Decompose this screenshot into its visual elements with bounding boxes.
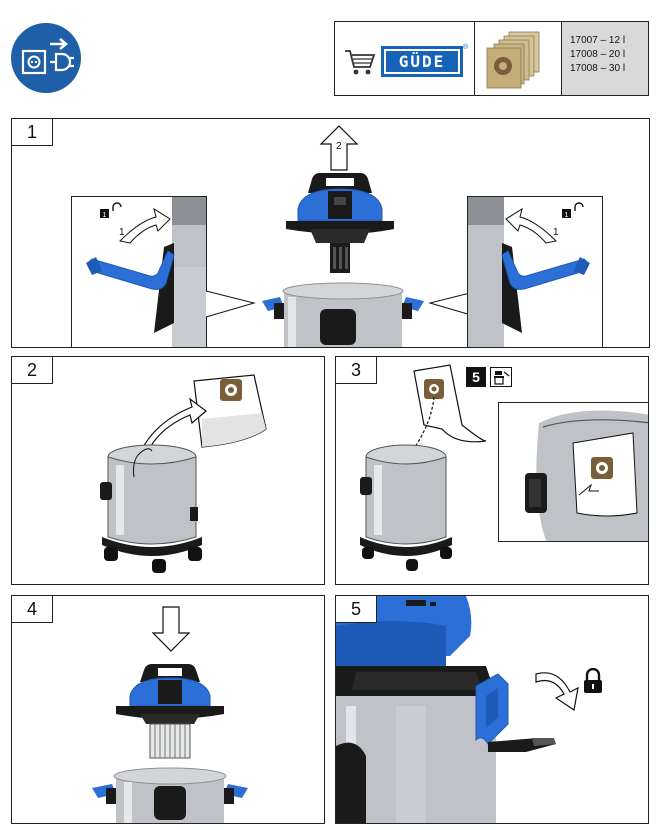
- step-4-panel: 4: [11, 595, 325, 824]
- step-5-illustration: [336, 596, 579, 823]
- article-codes: 17007 – 12 l 17008 – 20 l 17008 – 30 l: [562, 22, 648, 95]
- svg-text:1: 1: [103, 212, 107, 219]
- code-20l: 17008 – 20 l: [570, 49, 626, 60]
- brand-cell: GÜDE ®: [335, 22, 475, 95]
- unlock-icon-right: [562, 209, 571, 218]
- filter-bag: [193, 374, 267, 448]
- svg-text:1: 1: [565, 212, 569, 219]
- shopping-cart-icon: [345, 50, 376, 75]
- step-3-panel: 3 5: [335, 356, 649, 585]
- code-12l: 17007 – 12 l: [570, 35, 626, 46]
- code-30l: 17008 – 30 l: [570, 63, 626, 74]
- step-2-panel: 2: [11, 356, 325, 585]
- step-1-arrow-left-label: 1: [119, 227, 125, 238]
- brand-logo-text: GÜDE: [384, 49, 460, 74]
- step-1-callout-left: [206, 290, 256, 318]
- step-3-illustration: [360, 364, 487, 571]
- step-reference-number: 5: [472, 369, 480, 385]
- vacuum-head-lifted: [286, 173, 394, 273]
- step-3-number: 3: [336, 357, 377, 384]
- registered-mark: ®: [463, 44, 469, 51]
- step-1-left-detail: 1: [71, 196, 207, 347]
- brand-logo: GÜDE: [381, 46, 463, 77]
- step-5-number: 5: [336, 596, 377, 623]
- accessory-box: GÜDE ® 17007 – 12 l 17008 – 20 l 17008 –…: [334, 21, 649, 96]
- step-5-panel: 5: [335, 595, 649, 824]
- step-1-tank: [262, 282, 424, 347]
- disconnect-power-icon: [10, 22, 82, 94]
- step-4-illustration: [92, 664, 248, 823]
- step-reference-badge: 5: [466, 367, 486, 387]
- step-1-arrow-right-label: 1: [553, 227, 559, 238]
- step-1-right-detail: 1: [467, 196, 603, 347]
- step-1-arrow-up-label: 2: [336, 141, 342, 152]
- bags-cell: [475, 22, 562, 95]
- step-1-up-arrow: [319, 125, 359, 171]
- dust-bags-icon: [486, 31, 540, 89]
- step-3-detail-inset: [498, 402, 648, 542]
- step-4-number: 4: [12, 596, 53, 623]
- unlock-icon-left: [100, 209, 109, 218]
- step-1-panel: 1 1 1 2: [11, 118, 650, 348]
- vacuum-mini-icon: [490, 367, 512, 387]
- step-1-number: 1: [12, 119, 53, 146]
- step-2-number: 2: [12, 357, 53, 384]
- lock-icon: [584, 668, 602, 693]
- step-2-illustration: [100, 374, 267, 573]
- step-1-callout-right: [428, 290, 478, 318]
- step-4-down-arrow: [152, 606, 190, 652]
